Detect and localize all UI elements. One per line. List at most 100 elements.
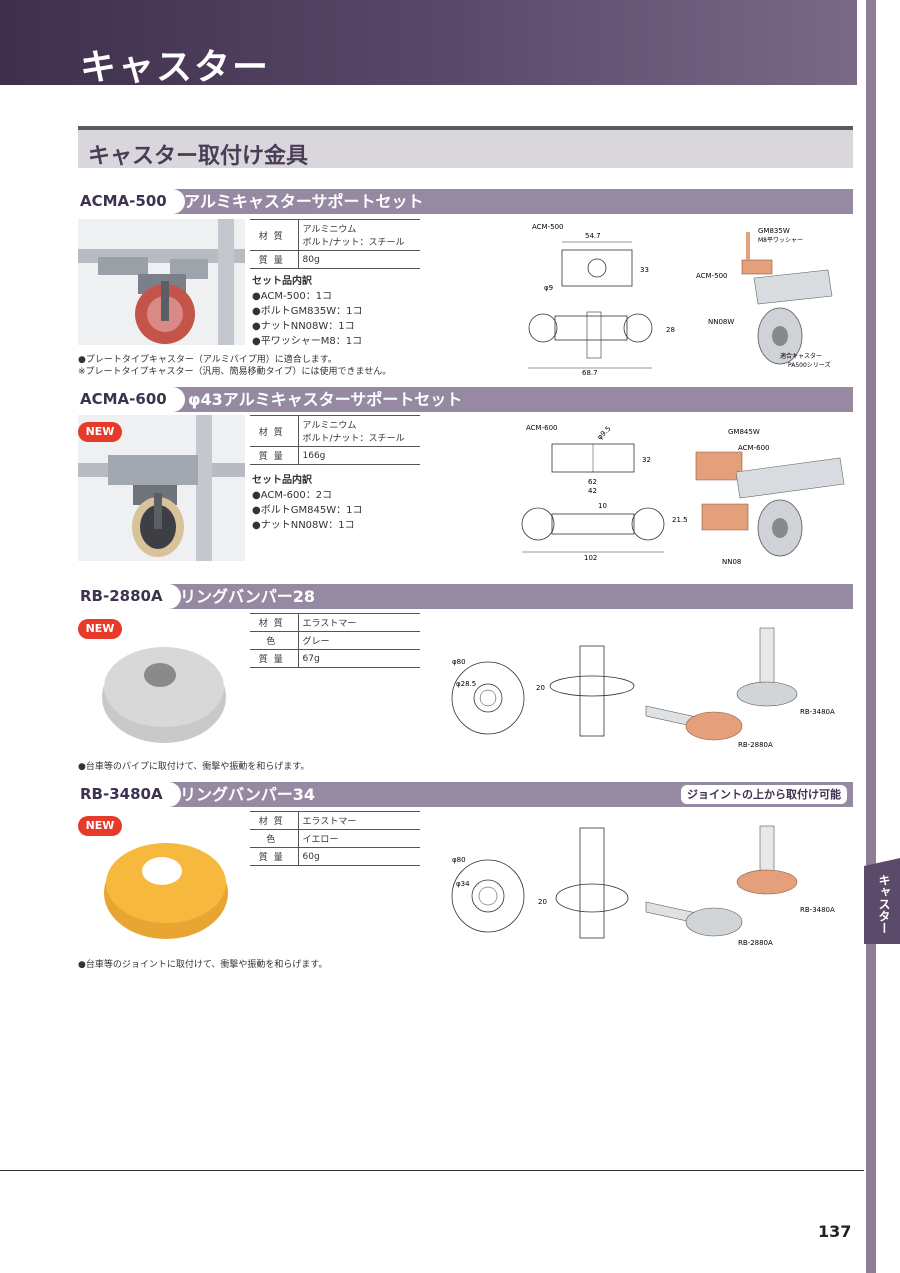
dim-label: 20	[536, 684, 545, 692]
drawing-label: M8平ワッシャー	[758, 237, 803, 244]
spec-key: 材質	[250, 415, 299, 447]
spec-value: 166g	[298, 446, 420, 465]
drawing-label: RB-2880A	[738, 939, 773, 947]
drawing-label: NN08	[722, 558, 741, 566]
spec-value: イエロー	[298, 829, 420, 848]
footer-divider	[0, 1170, 864, 1171]
spec-value: 80g	[298, 250, 420, 269]
section-header: キャスター取付け金具	[78, 126, 853, 169]
dim-label: 28	[666, 326, 675, 334]
kit-title: セット品内訳	[252, 276, 312, 287]
spec-key: 材質	[250, 613, 299, 632]
dim-label: 102	[584, 554, 597, 562]
kit-item: ●ボルトGM835W：1コ	[252, 306, 363, 317]
note-line: ●プレートタイプキャスター（アルミパイプ用）に適合します。	[78, 355, 337, 365]
drawing-label: 適合キャスター	[780, 352, 822, 360]
drawing-label: RB-3480A	[800, 906, 835, 914]
spec-key: 質量	[250, 446, 299, 465]
product-bar-acma500: ACMA-500 アルミキャスターサポートセット	[78, 189, 853, 214]
spec-value: エラストマー	[298, 811, 420, 830]
drawing-label: ACM-500	[696, 272, 727, 280]
spec-key: 質量	[250, 649, 299, 668]
drawing-label: RB-3480A	[800, 708, 835, 716]
page-header: キャスター	[0, 0, 857, 88]
product-bar-acma600: ACMA-600 φ43アルミキャスターサポートセット	[78, 387, 853, 412]
spec-value: 60g	[298, 847, 420, 866]
notes-acma500: ●プレートタイプキャスター（アルミパイプ用）に適合します。 ※プレートタイプキャ…	[78, 354, 391, 378]
drawing-rb2880a: φ80 φ28.5 20 RB-3480A RB-2880A	[451, 627, 835, 749]
new-badge: NEW	[78, 816, 122, 836]
kit-item: ●ナットNN08W：1コ	[252, 321, 355, 332]
spec-value: アルミニウム	[302, 421, 357, 431]
spec-value: グレー	[298, 631, 420, 650]
dim-label: 20	[538, 898, 547, 906]
product-code: ACMA-500	[78, 189, 185, 214]
dim-label: 10	[598, 502, 607, 510]
dim-label: φ9	[544, 284, 553, 292]
dim-label: 32	[642, 456, 651, 464]
drawing-acma600: ACM-600 φ9.5 32 62 42 10 21.5 102 GM845W…	[521, 424, 845, 566]
side-strip	[866, 0, 876, 1273]
dim-label: 68.7	[582, 369, 598, 377]
product-bar-rb2880a: RB-2880A リングバンパー28	[78, 584, 853, 609]
kit-item: ●ACM-500：1コ	[252, 291, 333, 302]
spec-table-acma500: 材質 アルミニウムボルト/ナット：スチール 質量 80g	[250, 219, 420, 269]
product-code: RB-2880A	[78, 584, 181, 609]
spec-key: 材質	[250, 219, 299, 251]
dim-label: φ9.5	[596, 425, 613, 442]
kit-item: ●ナットNN08W：1コ	[252, 520, 355, 531]
kit-list-acma600: セット品内訳 ●ACM-600：2コ ●ボルトGM845W：1コ ●ナットNN0…	[252, 473, 362, 533]
page-title: キャスター	[80, 47, 271, 88]
drawing-label: GM835W	[758, 227, 790, 235]
spec-key: 色	[250, 829, 299, 848]
dim-label: φ80	[452, 658, 466, 666]
kit-item: ●平ワッシャーM8：1コ	[252, 336, 363, 347]
note-line: ●台車等のジョイントに取付けて、衝撃や振動を和らげます。	[78, 960, 328, 970]
product-name: φ43アルミキャスターサポートセット	[188, 390, 463, 409]
drawing-label: ACM-600	[738, 444, 769, 452]
spec-value: 67g	[298, 649, 420, 668]
kit-item: ●ACM-600：2コ	[252, 490, 333, 501]
spec-value-2: ボルト/ナット：スチール	[302, 434, 405, 444]
dim-label: 62	[588, 478, 597, 486]
side-index-tab[interactable]: キャスター	[864, 858, 900, 944]
drawing-label: GM845W	[728, 428, 760, 436]
kit-item: ●ボルトGM845W：1コ	[252, 505, 363, 516]
product-name: アルミキャスターサポートセット	[184, 192, 424, 211]
drawing-rb3480a: φ80 φ34 20 RB-3480A RB-2880A	[451, 825, 835, 947]
spec-value: アルミニウム	[302, 225, 357, 235]
new-badge: NEW	[78, 422, 122, 442]
kit-list-acma500: セット品内訳 ●ACM-500：1コ ●ボルトGM835W：1コ ●ナットNN0…	[252, 274, 362, 349]
product-code: ACMA-600	[78, 387, 185, 412]
spec-key: 質量	[250, 847, 299, 866]
dim-label: 42	[588, 487, 597, 495]
dim-label: φ28.5	[456, 680, 476, 688]
product-name: リングバンパー28	[180, 587, 316, 606]
dim-label: 21.5	[672, 516, 688, 524]
product-photo-acma500	[78, 219, 245, 345]
drawing-label: ACM-500	[532, 223, 563, 231]
new-badge: NEW	[78, 619, 122, 639]
drawing-label: PA500シリーズ	[788, 361, 831, 369]
dim-label: φ34	[456, 880, 470, 888]
spec-key: 色	[250, 631, 299, 650]
note-line: ●台車等のパイプに取付けて、衝撃や振動を和らげます。	[78, 762, 310, 772]
drawing-label: NN08W	[708, 318, 734, 326]
spec-key: 材質	[250, 811, 299, 830]
dim-label: φ80	[452, 856, 466, 864]
side-tab-label: キャスター	[877, 874, 891, 934]
spec-value: エラストマー	[298, 613, 420, 632]
product-bar-rb3480a: RB-3480A リングバンパー34 ジョイントの上から取付け可能	[78, 782, 853, 807]
kit-title: セット品内訳	[252, 475, 312, 486]
spec-value-2: ボルト/ナット：スチール	[302, 238, 405, 248]
note-line: ※プレートタイプキャスター（汎用、簡易移動タイプ）には使用できません。	[78, 367, 392, 377]
section-title: キャスター取付け金具	[88, 144, 309, 169]
dim-label: 54.7	[585, 232, 601, 240]
dim-label: 33	[640, 266, 649, 274]
spec-key: 質量	[250, 250, 299, 269]
product-name: リングバンパー34	[180, 785, 316, 804]
feature-tag: ジョイントの上から取付け可能	[681, 785, 847, 804]
drawing-acma500: ACM-500 54.7 33 φ9 28 68.7 GM835W M8平ワッシ…	[528, 223, 833, 377]
notes-rb3480a: ●台車等のジョイントに取付けて、衝撃や振動を和らげます。	[78, 959, 328, 971]
